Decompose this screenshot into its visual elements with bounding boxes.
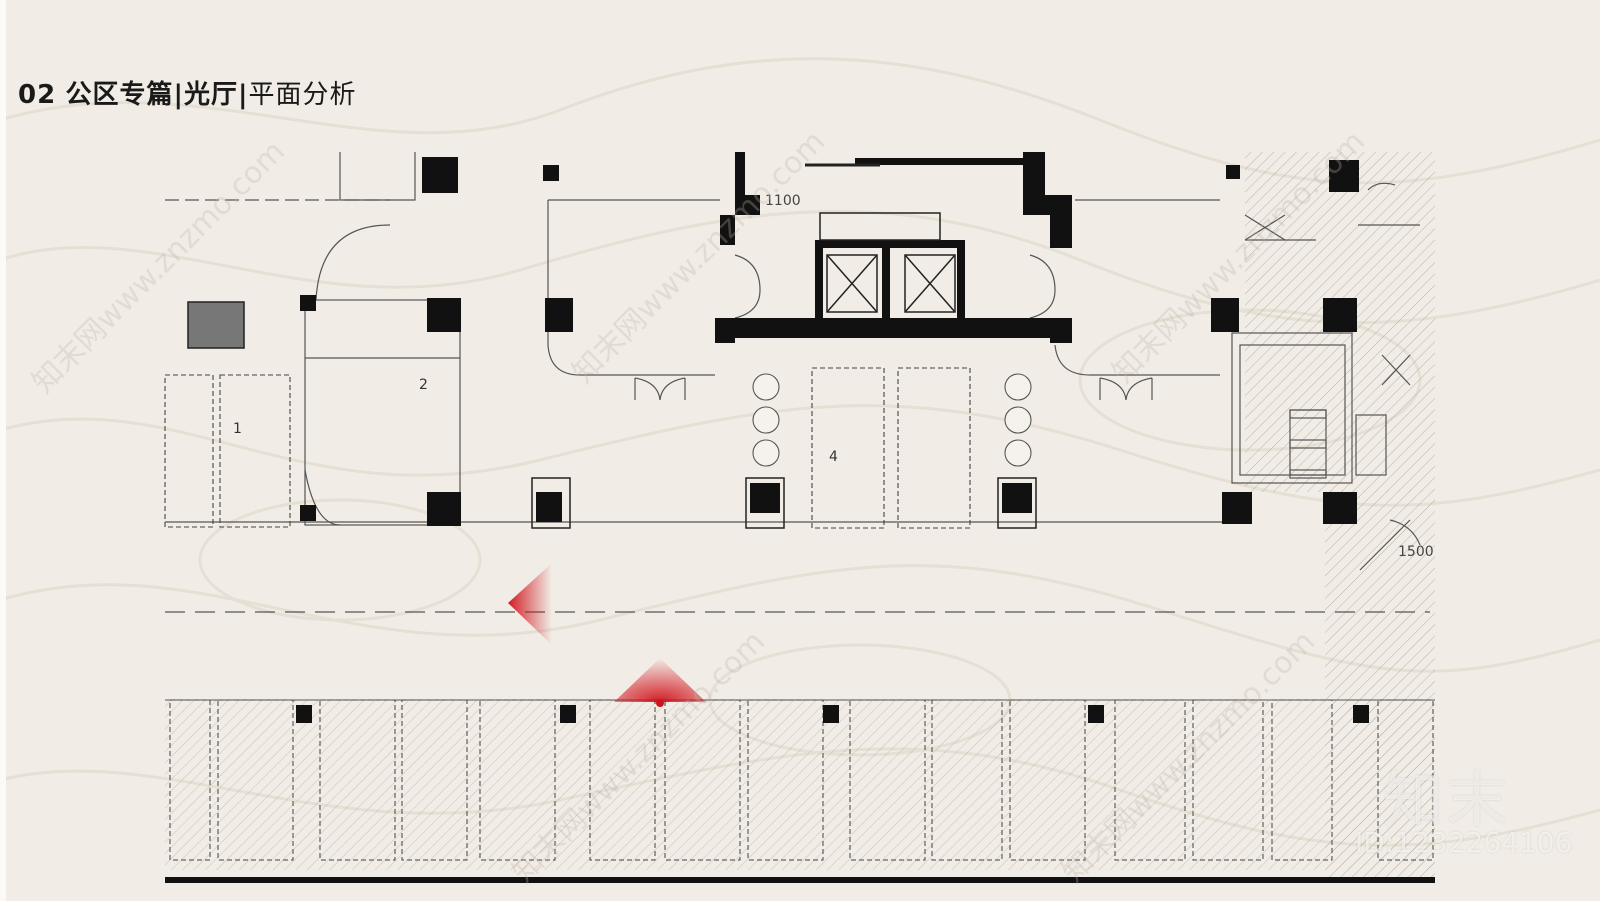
elevator-core — [715, 152, 1072, 343]
room-label-2: 2 — [419, 377, 428, 393]
planter-circles — [752, 373, 1032, 467]
room-label-4: 4 — [829, 449, 838, 465]
column — [543, 165, 559, 181]
column — [427, 492, 461, 526]
column — [1323, 298, 1357, 332]
dimension-1100: 1100 — [765, 193, 801, 209]
view-cone-left — [508, 563, 552, 645]
left-edge-strip — [0, 0, 6, 901]
column — [545, 298, 573, 332]
column — [1226, 165, 1240, 179]
view-cone-down — [614, 658, 706, 702]
unit-outlines — [164, 367, 971, 529]
title-number: 02 — [18, 80, 57, 110]
bottom-units — [169, 699, 1434, 861]
column — [300, 505, 316, 521]
watermark-logo: 知末 — [1383, 766, 1511, 836]
column — [422, 157, 458, 193]
column — [1222, 492, 1252, 524]
watermark-id: ID:1232264106 — [1355, 826, 1573, 859]
dimension-1500: 1500 — [1398, 544, 1434, 560]
column — [427, 298, 461, 332]
title-light-part: 平面分析 — [248, 80, 357, 110]
column — [1211, 298, 1239, 332]
kiosk-booths — [187, 301, 1037, 529]
room-label-1: 1 — [233, 421, 242, 437]
bottom-wall-line — [165, 877, 1435, 883]
column — [300, 295, 316, 311]
bottom-columns — [296, 705, 1369, 723]
hatched-zone-bottom — [165, 700, 1435, 870]
column — [1329, 160, 1359, 192]
column — [1323, 492, 1357, 524]
view-point-marker — [656, 699, 664, 707]
page-title: 02 公区专篇|光厅|平面分析 — [18, 74, 356, 111]
elevator-cars — [805, 163, 956, 313]
title-bold-part: 公区专篇|光厅| — [65, 80, 249, 110]
